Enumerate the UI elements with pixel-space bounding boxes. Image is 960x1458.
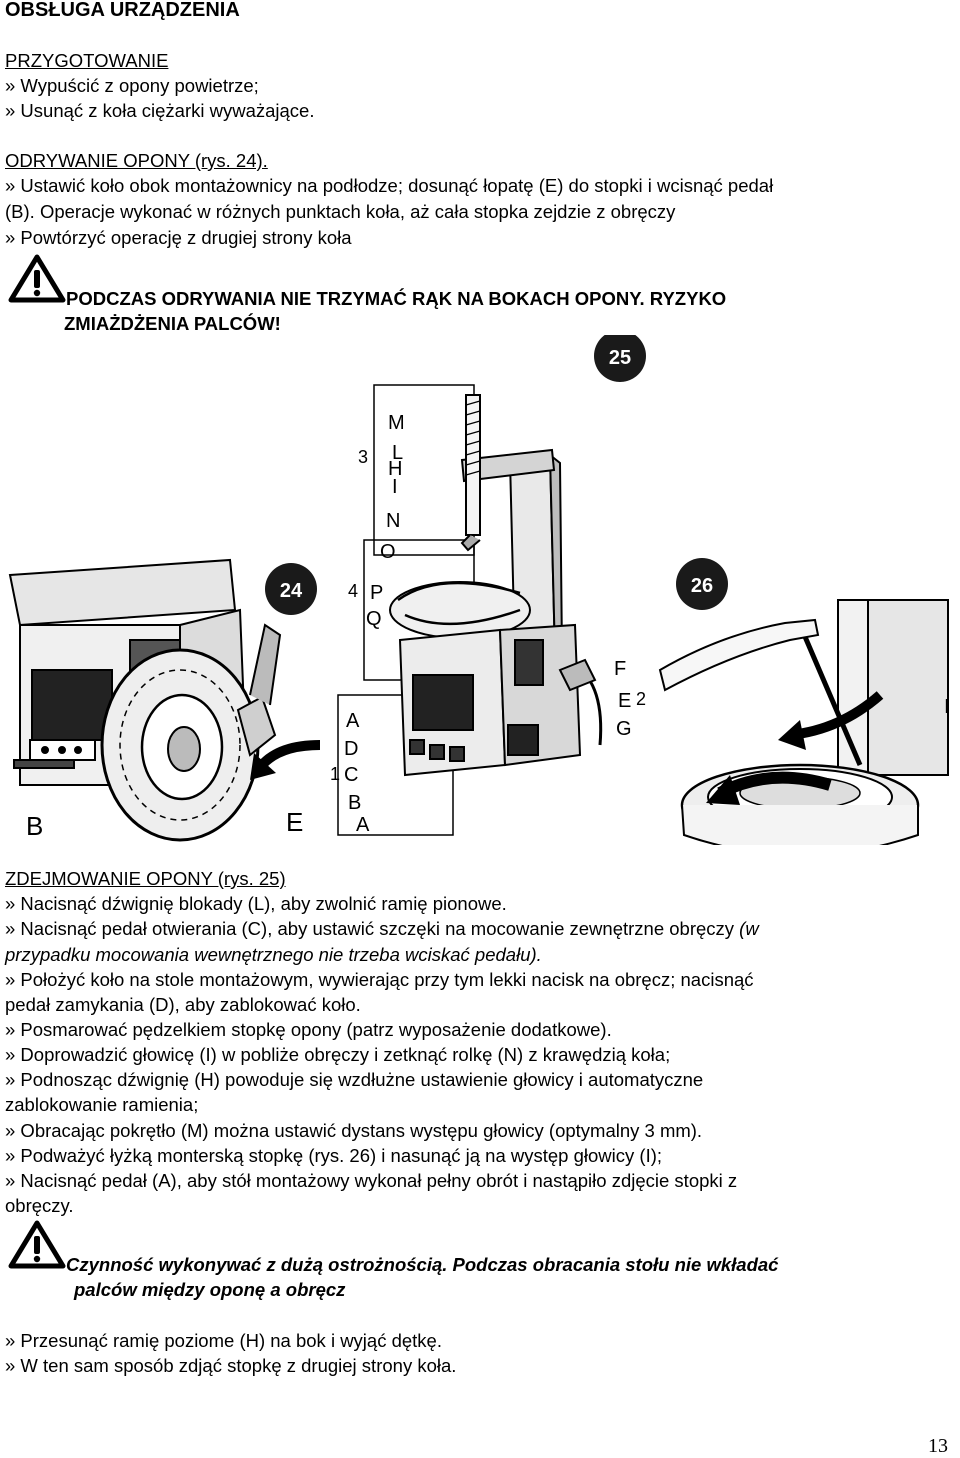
fig-label: 3	[358, 447, 368, 467]
text-line: » Przesunąć ramię poziome (H) na bok i w…	[5, 1330, 442, 1351]
badge-26: 26	[676, 558, 728, 610]
fig-label: M	[388, 412, 405, 434]
text-span: » Nacisnąć pedał otwierania (C), aby ust…	[5, 918, 735, 939]
figure-25-labels: M 3 L H I N O 4 P Q F E 2 G A D 1 C B A	[330, 412, 646, 836]
fig-label: C	[344, 764, 358, 786]
section-heading-remove: ZDEJMOWANIE OPONY (rys. 25)	[5, 868, 286, 889]
text-line: » Podnosząc dźwignię (H) powoduje się wz…	[5, 1069, 704, 1090]
warning-triangle-icon	[8, 1220, 66, 1269]
fig-label: 2	[636, 689, 646, 709]
badge-label: 25	[609, 347, 631, 369]
text-line: » Nacisnąć dźwignię blokady (L), aby zwo…	[5, 893, 507, 914]
warning-triangle-icon	[8, 254, 66, 303]
section-heading-detach: ODRYWANIE OPONY (rys. 24).	[5, 150, 268, 171]
figure-illustration: 24 B E 25 M	[0, 330, 960, 856]
warning-text: ZMIAŻDŻENIA PALCÓW!	[64, 313, 281, 334]
fig-label: A	[346, 710, 360, 732]
figure-24	[8, 558, 321, 842]
text-line: » Powtórzyć operację z drugiej strony ko…	[5, 227, 352, 248]
fig-label: H	[388, 458, 402, 480]
text-line: obręczy.	[5, 1195, 74, 1216]
fig-label: B	[348, 792, 361, 814]
text-line: » Ustawić koło obok montażownicy na podł…	[5, 175, 774, 196]
text-span-italic: (w	[739, 918, 759, 939]
text-line: » W ten sam sposób zdjąć stopkę z drugie…	[5, 1355, 457, 1376]
fig-label: B	[26, 811, 43, 841]
fig-label: O	[380, 541, 396, 563]
warning-text: PODCZAS ODRYWANIA NIE TRZYMAĆ RĄK NA BOK…	[66, 288, 727, 309]
text-line-italic: przypadku mocowania wewnętrznego nie trz…	[5, 944, 542, 965]
tyre-changer-figures: 24 B E 25 M	[8, 330, 950, 856]
fig-label: E	[286, 807, 303, 837]
text-line: zablokowanie ramienia;	[5, 1094, 199, 1115]
badge-24: 24	[265, 563, 317, 615]
fig-label: E	[618, 690, 631, 712]
fig-label: G	[616, 718, 632, 740]
fig-label: Q	[366, 608, 382, 630]
warning-text: Czynność wykonywać z dużą ostrożnością. …	[66, 1254, 779, 1275]
warning-text: palców między oponę a obręcz	[74, 1279, 346, 1300]
page-title: OBSŁUGA URZĄDZENIA	[5, 0, 240, 21]
text-line: » Usunąć z koła ciężarki wyważające.	[5, 100, 315, 121]
fig-label: 4	[348, 581, 358, 601]
badge-label: 24	[280, 580, 303, 602]
fig-label: D	[344, 738, 358, 760]
text-line: » Położyć koło na stole montażowym, wywi…	[5, 969, 754, 990]
fig-label: I	[392, 476, 398, 498]
fig-label: L	[392, 442, 403, 464]
text-line: » Obracając pokrętło (M) można ustawić d…	[5, 1120, 703, 1141]
fig-label: I	[944, 696, 950, 718]
text-line: » Nacisnąć pedał (A), aby stół montażowy…	[5, 1170, 738, 1191]
fig-label: N	[386, 510, 400, 532]
fig-label: 1	[330, 764, 340, 784]
section-heading-prep: PRZYGOTOWANIE	[5, 50, 169, 71]
text-line: » Posmarować pędzelkiem stopkę opony (pa…	[5, 1019, 612, 1040]
fig-label: A	[356, 814, 370, 836]
text-line: » Doprowadzić głowicę (I) w pobliże obrę…	[5, 1044, 671, 1065]
text-line: » Wypuścić z opony powietrze;	[5, 75, 259, 96]
badge-label: 26	[691, 575, 713, 597]
fig-label: F	[614, 658, 626, 680]
page-number: 13	[928, 1435, 948, 1457]
text-line: pedał zamykania (D), aby zablokować koło…	[5, 994, 361, 1015]
figure-25	[337, 384, 603, 836]
text-line: (B). Operacje wykonać w różnych punktach…	[5, 201, 676, 222]
text-line: » Podważyć łyżką monterską stopkę (rys. …	[5, 1145, 663, 1166]
text-line: » Nacisnąć pedał otwierania (C), aby ust…	[5, 916, 759, 941]
fig-label: P	[370, 582, 383, 604]
figure-26	[658, 599, 949, 856]
badge-25: 25	[594, 330, 646, 382]
